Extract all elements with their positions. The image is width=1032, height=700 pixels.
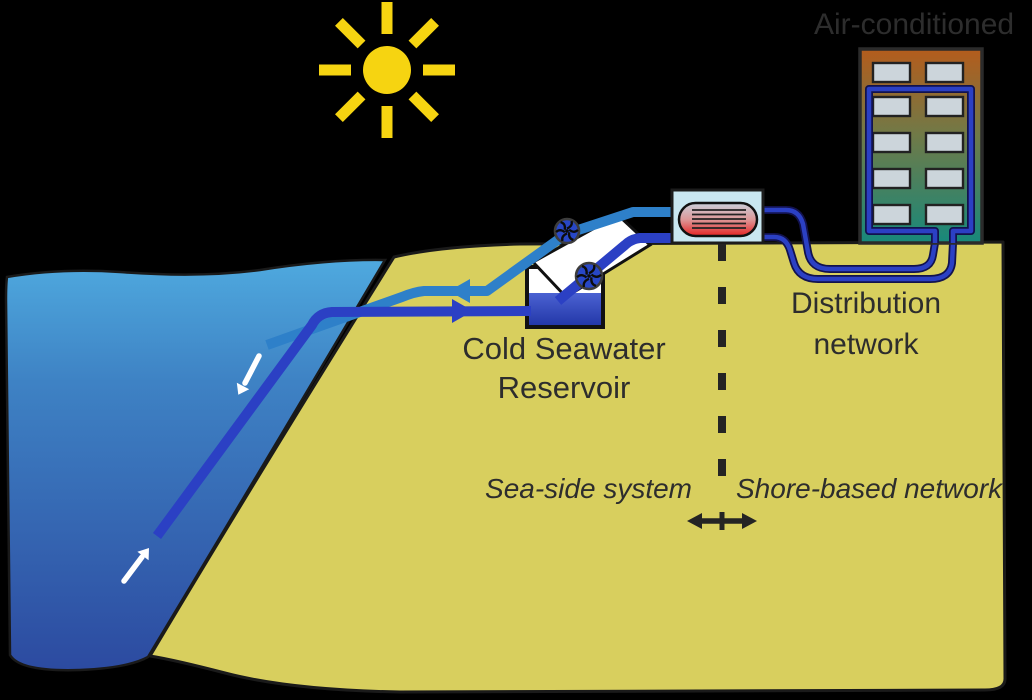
building-window [871,61,912,84]
building-window [924,203,965,226]
building-window [924,167,965,190]
return-flow-arrowhead [449,279,470,303]
underground-pipe-outer [763,234,956,282]
air-conditioned-label: Air-conditioned [814,8,1014,41]
sea-flow-arrows [121,353,262,584]
pumps [553,217,604,291]
intake-pipe [152,233,678,539]
sun-ray [335,18,366,49]
double-headed-arrow-icon [687,512,757,530]
sea-side-system-label: Sea-side system [485,473,692,504]
building-window [924,95,965,118]
flow-arrow-down-icon [236,353,262,395]
building-distribution-loop [865,85,975,243]
pump-fan-icon [574,261,604,291]
heat-exchanger-fins [692,209,746,229]
pump-fan-icon [553,217,581,245]
distribution-pipes-underground [763,206,957,283]
intake-flow-arrowhead [452,299,473,323]
sun-disc [363,46,411,94]
cold-seawater-label-line1: Cold Seawater [462,331,665,366]
flow-arrow-up-icon [121,548,149,584]
building-window [871,167,912,190]
building-window [871,95,912,118]
reservoir-to-hx-pipe [554,233,678,305]
land [148,240,1007,694]
cold-seawater-label-line2: Reservoir [498,370,631,405]
heat-exchanger [670,188,765,245]
air-conditioned-building [858,47,984,245]
shore-based-network-label: Shore-based network [736,473,1004,504]
distribution-label-line2: network [813,328,919,361]
building-window [871,131,912,154]
sun-ray [335,91,366,122]
return-pipe [265,207,678,350]
building-window [924,61,965,84]
distribution-label-line1: Distribution [791,287,941,320]
labels: Air-conditioned Cold Seawater Reservoir … [462,8,1014,504]
intake-pipe-path [152,306,532,539]
sun-ray [408,18,439,49]
sun-icon [319,2,455,138]
return-pipe-path [265,207,678,350]
pipe-flow-right-icon [452,299,473,323]
building-window [924,131,965,154]
pipe-flow-left-icon [449,279,470,303]
building-window [871,203,912,226]
sun-ray [408,91,439,122]
underground-pipe-inner [763,207,938,272]
